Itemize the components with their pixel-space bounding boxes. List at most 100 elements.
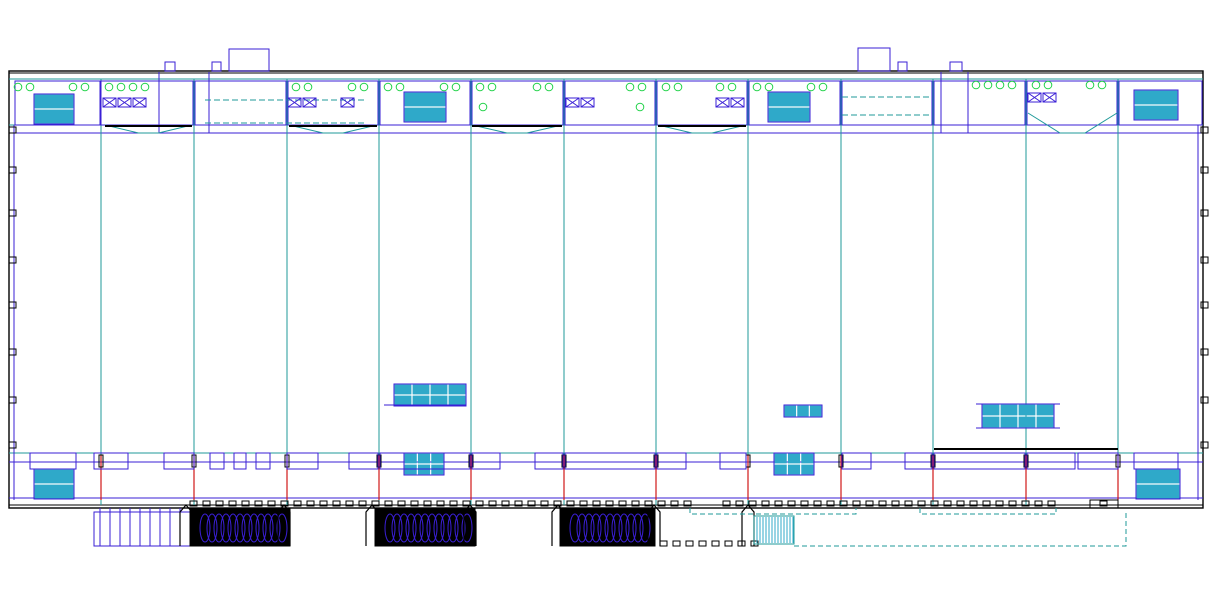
- box: [730, 97, 745, 108]
- fixture-circle: [13, 82, 23, 92]
- wall-tick: [930, 500, 939, 507]
- bottom-room: [1133, 452, 1179, 470]
- post-marker: [8, 166, 17, 174]
- wall-tick: [904, 500, 913, 507]
- fixture-circle: [1085, 80, 1095, 90]
- box: [715, 97, 730, 108]
- box: [1027, 92, 1042, 103]
- stair-tread: [809, 405, 822, 417]
- bottom-room: [379, 452, 471, 470]
- top-room: [379, 80, 471, 126]
- wall-tick: [423, 500, 432, 507]
- wall-tick: [722, 500, 731, 507]
- pier: [365, 504, 379, 546]
- top-room: [933, 80, 1026, 126]
- wall-tick: [748, 500, 757, 507]
- bottom-room: [656, 452, 687, 470]
- wall-tick: [579, 500, 588, 507]
- spring-coil: [220, 513, 232, 543]
- spring-coil: [590, 513, 602, 543]
- fixture-circle: [347, 82, 357, 92]
- bottom-room: [163, 452, 195, 470]
- spring-coil: [241, 513, 253, 543]
- spring-coil: [227, 513, 239, 543]
- wall-tick: [293, 500, 302, 507]
- spring-coil: [461, 513, 473, 543]
- bottom-room: [348, 452, 379, 470]
- wall-tick: [711, 540, 720, 547]
- box-cross: [132, 97, 147, 108]
- box: [580, 97, 595, 108]
- box: [132, 97, 147, 108]
- box: [287, 97, 302, 108]
- stair-outline: [393, 383, 467, 407]
- side-wall-posts: [8, 126, 1209, 449]
- post-marker: [8, 256, 17, 264]
- fixture-circle: [544, 82, 554, 92]
- stair-tread: [1018, 404, 1036, 416]
- spring-coil: [433, 513, 445, 543]
- column-marker: [1115, 454, 1121, 468]
- bottom-room: [29, 452, 77, 470]
- wall-tick: [618, 500, 627, 507]
- stair-tread: [34, 469, 74, 484]
- spring-coil: [618, 513, 630, 543]
- hopper: [1027, 112, 1118, 134]
- fixture-circle: [1031, 80, 1041, 90]
- pier: [179, 504, 193, 546]
- stair-tread: [1136, 469, 1180, 484]
- stair-tread: [774, 453, 787, 464]
- stair-tread: [801, 453, 814, 464]
- stair-tread: [1000, 416, 1018, 428]
- post-marker: [1200, 126, 1209, 134]
- hopper: [657, 124, 747, 134]
- stair-tread: [1036, 416, 1054, 428]
- box-cross: [565, 97, 580, 108]
- spring-coil: [625, 513, 637, 543]
- stair-tread: [1018, 416, 1036, 428]
- spring-coil: [269, 513, 281, 543]
- fixture-circle: [1043, 80, 1053, 90]
- fixture-circle: [478, 102, 488, 112]
- spring-coil: [440, 513, 452, 543]
- wall-tick: [527, 500, 536, 507]
- fixture-circle: [68, 82, 78, 92]
- wall-tick: [670, 500, 679, 507]
- fixture-circle: [439, 82, 449, 92]
- hopper: [104, 124, 193, 134]
- pier: [463, 504, 477, 546]
- wall-tick: [462, 500, 471, 507]
- wall-tick: [826, 500, 835, 507]
- column-marker: [191, 454, 197, 468]
- side-walls: [13, 125, 1199, 500]
- post-marker: [1200, 396, 1209, 404]
- spring-coil: [405, 513, 417, 543]
- wall-tick: [865, 500, 874, 507]
- wall-tick: [644, 500, 653, 507]
- stair-tread: [787, 464, 801, 475]
- box: [565, 97, 580, 108]
- fixture-circle: [727, 82, 737, 92]
- stair-tread: [448, 384, 466, 395]
- pier: [551, 504, 565, 546]
- stair-tread: [394, 395, 412, 406]
- stair-outline: [1133, 89, 1179, 121]
- fixture-circle: [487, 82, 497, 92]
- post-marker: [1200, 441, 1209, 449]
- stair-tread: [982, 416, 1000, 428]
- wall-tick: [659, 540, 668, 547]
- wall-tick: [306, 500, 315, 507]
- stair-tread: [787, 453, 801, 464]
- bottom-room: [719, 452, 747, 470]
- fixture-circle: [637, 82, 647, 92]
- bottom-rooms: [29, 448, 1179, 470]
- wall-tick: [358, 500, 367, 507]
- stair-outline: [767, 91, 811, 123]
- spring-coil: [639, 513, 651, 543]
- fixture-circle: [383, 82, 393, 92]
- wall-tick: [685, 540, 694, 547]
- bottom-room: [255, 452, 271, 470]
- bottom-room: [93, 452, 129, 470]
- top-room: [841, 80, 933, 126]
- bottom-room: [564, 452, 656, 470]
